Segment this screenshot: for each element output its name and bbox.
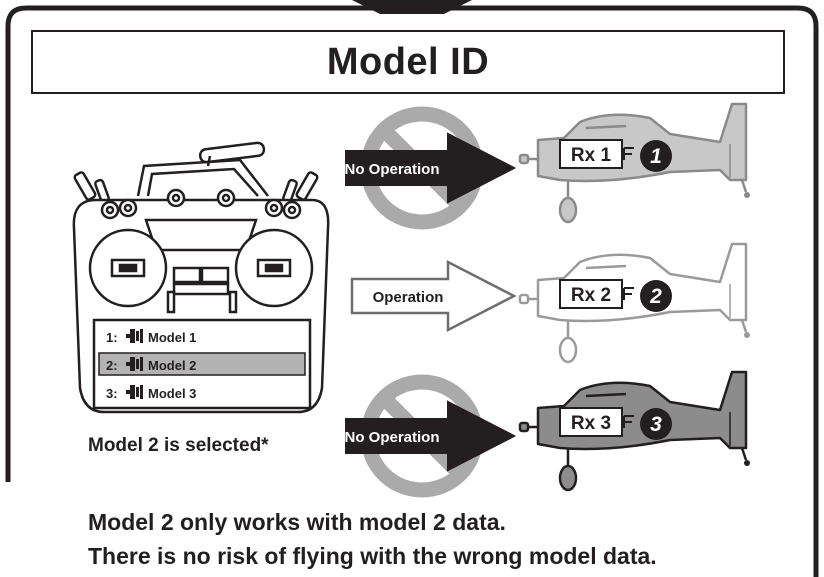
page-title: Model ID: [326, 40, 490, 83]
arrow-label: No Operation: [344, 429, 439, 446]
receiver-label: Rx 3: [559, 407, 634, 437]
model-number-badge: 2: [640, 280, 672, 312]
no-operation-arrow: No Operation: [344, 132, 517, 204]
no-operation-arrow: No Operation: [344, 400, 517, 472]
footer-line-2: There is no risk of flying with the wron…: [88, 543, 657, 569]
arrow-label: No Operation: [344, 161, 439, 178]
badge-number: 3: [650, 413, 662, 436]
operation-arrow: Operation: [350, 259, 517, 333]
model-label: Model 3: [148, 386, 196, 401]
title-box: Model ID: [31, 30, 785, 94]
receiver-label: Rx 2: [559, 279, 634, 309]
model-label: Model 1: [148, 330, 196, 345]
airplane: Rx 3 3: [518, 370, 750, 492]
model-number: 1:: [106, 330, 118, 345]
receiver-row: Operation Rx 2 2: [350, 242, 750, 364]
selected-highlight: [98, 352, 306, 376]
receiver-row: No Operation Rx 1 1: [344, 102, 750, 230]
arrow-label: Operation: [373, 289, 444, 306]
model-number: 2:: [106, 358, 118, 373]
airplane: Rx 2 2: [518, 242, 750, 364]
model-label: Model 2: [148, 358, 196, 373]
model-list-item: 3: Model 3: [106, 385, 196, 401]
right-stick: [234, 228, 314, 308]
airplane: Rx 1 1: [518, 102, 750, 224]
left-stick: [88, 228, 168, 308]
badge-number: 2: [649, 285, 662, 308]
model-number-badge: 1: [640, 140, 672, 172]
receiver-row: No Operation Rx 3 3: [344, 370, 750, 498]
plane-icon: [126, 357, 143, 371]
model-number-badge: 3: [640, 408, 672, 440]
transmitter-illustration: 1: Model 1 2: Model 2 3: Model 3: [72, 141, 330, 414]
receiver-label: Rx 1: [559, 139, 634, 169]
badge-number: 1: [650, 145, 662, 168]
top-arrow-nub: [352, 0, 472, 14]
right-switch: [282, 171, 319, 204]
footer-line-1: Model 2 only works with model 2 data.: [88, 509, 506, 535]
receiver-name: Rx 3: [571, 413, 611, 434]
antenna: [198, 141, 266, 164]
receiver-name: Rx 1: [571, 145, 612, 166]
model-list-item: 1: Model 1: [106, 329, 196, 345]
selection-caption: Model 2 is selected*: [88, 435, 269, 456]
model-list-item: 2: Model 2: [98, 352, 306, 376]
left-switch: [73, 171, 110, 204]
receiver-name: Rx 2: [571, 285, 611, 306]
plane-icon: [126, 385, 143, 399]
model-number: 3:: [106, 386, 118, 401]
plane-icon: [126, 329, 143, 343]
